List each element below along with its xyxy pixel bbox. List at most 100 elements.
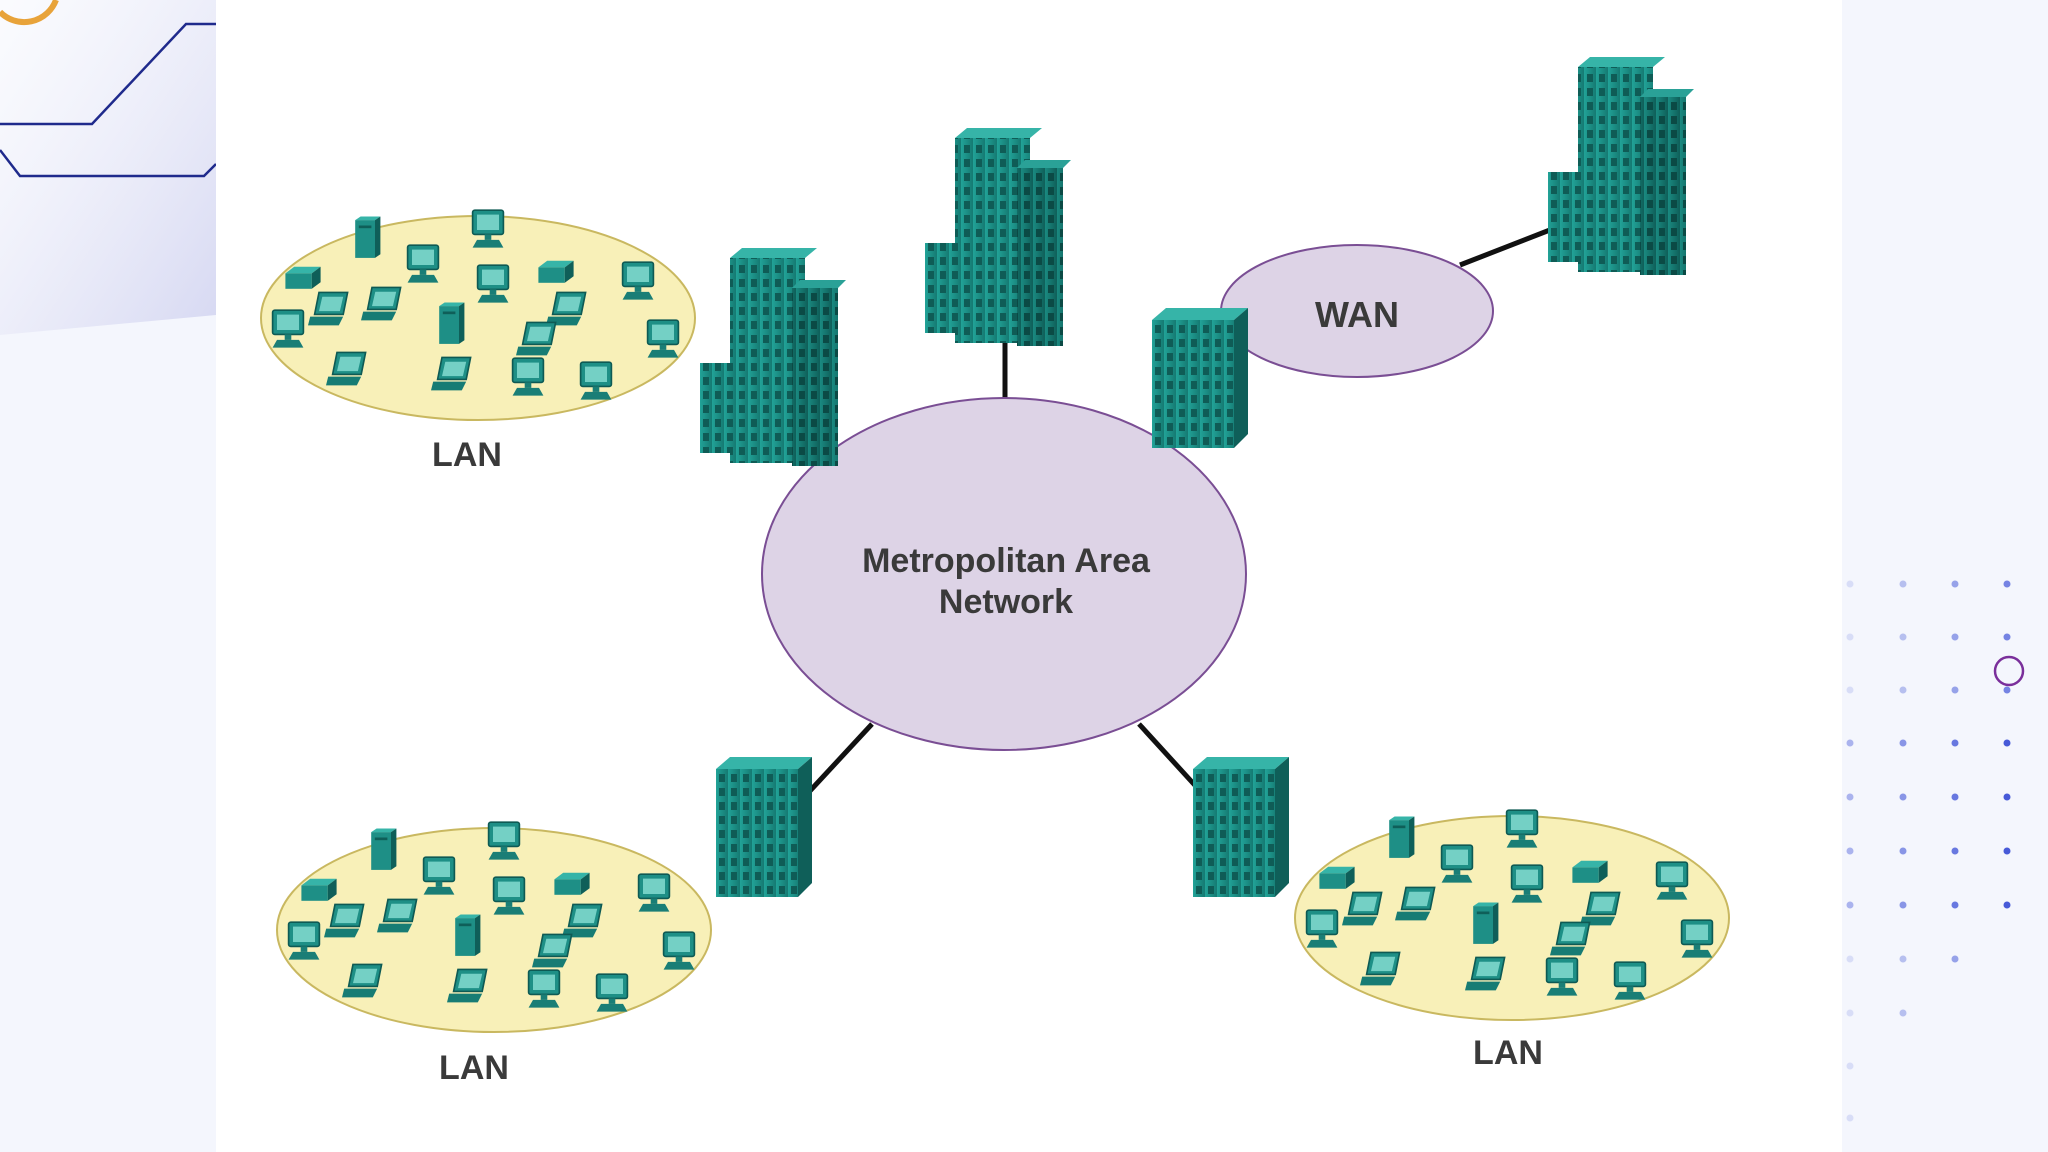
lan-label: LAN (432, 436, 502, 474)
deco-dot (1846, 1009, 1854, 1017)
printer-icon (1319, 866, 1355, 889)
desktop-computer-icon (1510, 864, 1544, 904)
server-tower-icon (371, 828, 397, 870)
deco-dot (1951, 633, 1959, 641)
deco-dot (1951, 793, 1959, 801)
desktop-computer-icon (511, 357, 545, 397)
deco-dot (1846, 686, 1854, 694)
desktop-computer-icon (406, 244, 440, 284)
office-building-icon (700, 248, 846, 466)
desktop-computer-icon (1440, 844, 1474, 884)
desktop-computer-icon (287, 921, 321, 961)
desktop-computer-icon (1505, 809, 1539, 849)
deco-orange-arc (0, 0, 59, 26)
deco-dot (1951, 739, 1959, 747)
desktop-computer-icon (1655, 861, 1689, 901)
man-label-line1: Metropolitan Area (862, 542, 1151, 580)
lan-bottom-right[interactable]: LAN (1294, 809, 1730, 1072)
man-label-line2: Network (939, 583, 1073, 621)
deco-dot (1846, 793, 1854, 801)
link-man-bottom-right-building (1137, 722, 1204, 795)
deco-circuit-line-1 (0, 22, 216, 126)
desktop-computer-icon (422, 856, 456, 896)
deco-dot (1899, 686, 1907, 694)
deco-dot (1951, 580, 1959, 588)
desktop-computer-icon (527, 969, 561, 1009)
deco-dot (1899, 1009, 1907, 1017)
server-tower-icon (1389, 816, 1415, 858)
desktop-computer-icon (471, 209, 505, 249)
link-wan-building (1459, 225, 1556, 268)
desktop-computer-icon (487, 821, 521, 861)
desktop-computer-icon (1305, 909, 1339, 949)
server-tower-icon (439, 302, 465, 344)
deco-dot (1951, 847, 1959, 855)
deco-dot (1846, 1114, 1854, 1122)
server-tower-icon (1473, 902, 1499, 944)
deco-dot (1899, 633, 1907, 641)
deco-dot (1846, 1062, 1854, 1070)
desktop-computer-icon (662, 931, 696, 971)
desktop-computer-icon (637, 873, 671, 913)
desktop-computer-icon (476, 264, 510, 304)
deco-dot (1951, 686, 1959, 694)
deco-dot (1951, 955, 1959, 963)
deco-dot (1899, 901, 1907, 909)
deco-dot (2003, 633, 2011, 641)
deco-dot (1899, 793, 1907, 801)
desktop-computer-icon (492, 876, 526, 916)
desktop-computer-icon (1545, 957, 1579, 997)
printer-icon (301, 878, 337, 901)
deco-dot (1951, 901, 1959, 909)
deco-dot (1846, 847, 1854, 855)
deco-dot (1899, 955, 1907, 963)
lan-bottom-left[interactable]: LAN (276, 821, 712, 1087)
desktop-computer-icon (1613, 961, 1647, 1001)
desktop-computer-icon (595, 973, 629, 1013)
deco-dot (1899, 739, 1907, 747)
deco-dot (1846, 739, 1854, 747)
deco-dot (1846, 633, 1854, 641)
server-tower-icon (355, 216, 381, 258)
deco-dot (2003, 847, 2011, 855)
deco-dot (2003, 793, 2011, 801)
lan-label: LAN (439, 1049, 509, 1087)
deco-dot (1899, 580, 1907, 588)
server-tower-icon (455, 914, 481, 956)
deco-shade-shape (0, 0, 216, 335)
right-decoration (1846, 580, 2025, 1122)
deco-dot (1899, 847, 1907, 855)
link-man-bottom-left-building (806, 722, 874, 795)
desktop-computer-icon (646, 319, 680, 359)
deco-circuit-line-2 (0, 149, 216, 178)
deco-dot (1846, 955, 1854, 963)
printer-icon (1572, 860, 1608, 883)
office-building-icon (925, 128, 1071, 346)
desktop-computer-icon (579, 361, 613, 401)
desktop-computer-icon (271, 309, 305, 349)
office-building-icon (1152, 308, 1248, 448)
printer-icon (554, 872, 590, 895)
deco-dot (2003, 580, 2011, 588)
deco-dot (2003, 686, 2011, 694)
wan-label: WAN (1315, 294, 1399, 335)
wan-cloud[interactable]: WAN (1220, 244, 1494, 378)
desktop-computer-icon (1680, 919, 1714, 959)
deco-dot (1846, 901, 1854, 909)
desktop-computer-icon (621, 261, 655, 301)
lan-top-left[interactable]: LAN (260, 209, 696, 474)
office-building-icon (1548, 57, 1694, 275)
deco-dot (1846, 580, 1854, 588)
printer-icon (538, 260, 574, 283)
man-cloud[interactable]: Metropolitan Area Network (761, 397, 1247, 751)
office-building-icon (1193, 757, 1289, 897)
dot-grid (1846, 580, 2011, 1122)
printer-icon (285, 266, 321, 289)
deco-dot (2003, 739, 2011, 747)
connection-links (806, 225, 1556, 795)
deco-ring (1993, 655, 2025, 687)
office-building-icon (716, 757, 812, 897)
lan-label: LAN (1473, 1034, 1543, 1072)
deco-dot (2003, 901, 2011, 909)
